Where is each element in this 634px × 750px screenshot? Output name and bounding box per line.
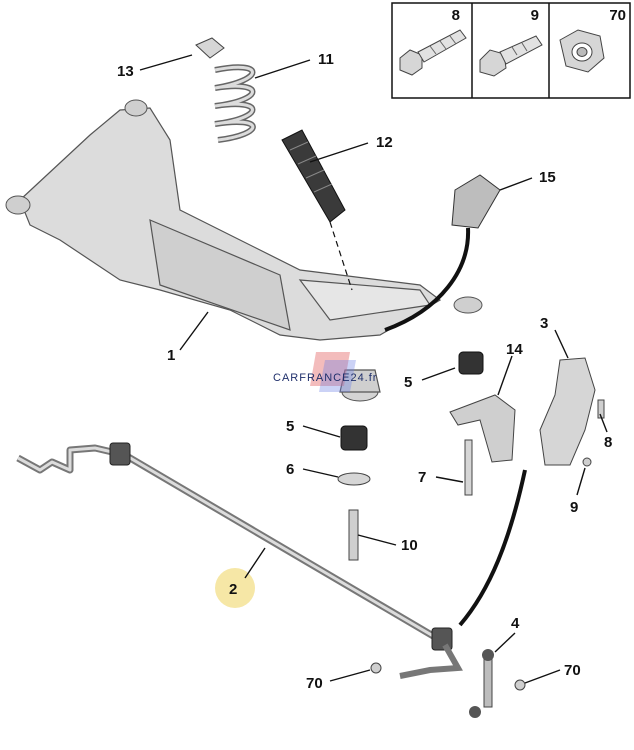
- callout-70-right: 70: [564, 662, 581, 679]
- callout-9: 9: [570, 499, 578, 516]
- bolt-8-icon: [399, 29, 467, 76]
- callout-13: 13: [117, 63, 134, 80]
- front-subframe: [5, 99, 483, 402]
- callout-70-left: 70: [306, 675, 323, 692]
- inset-label-8: 8: [452, 7, 460, 24]
- anti-roll-bar-clamp: [539, 357, 605, 467]
- hardware-inset: 8 9 70: [391, 2, 631, 99]
- drop-link: [370, 649, 526, 718]
- callout-1: 1: [167, 347, 175, 364]
- bump-stop-pad: [451, 174, 501, 229]
- anti-roll-bar: [16, 442, 463, 679]
- anti-roll-bar-bracket: [449, 394, 516, 496]
- bolt-10: [348, 509, 359, 561]
- callout-11: 11: [318, 51, 334, 68]
- callout-15: 15: [539, 169, 556, 186]
- callout-14: 14: [506, 341, 523, 358]
- callout-5-lower: 5: [286, 418, 294, 435]
- bolt-9-icon: [479, 35, 543, 77]
- spring-seat: [195, 37, 225, 59]
- dust-boot: [281, 129, 346, 223]
- callout-3: 3: [540, 315, 548, 332]
- mount-bushing-lower: [340, 425, 368, 451]
- mount-bushing-upper: [458, 351, 484, 375]
- callout-8: 8: [604, 434, 612, 451]
- nut-70-icon: [559, 29, 605, 73]
- inset-label-9: 9: [531, 7, 539, 24]
- callout-5-upper: 5: [404, 374, 412, 391]
- callout-6: 6: [286, 461, 294, 478]
- washer: [337, 472, 371, 486]
- coil-spring: [214, 64, 256, 143]
- watermark-text: CARFRANCE24.fr: [273, 372, 377, 384]
- callout-labels: 13 11 12 15 1 3 14 5 5 6 7 10 2 8 9 4 70…: [117, 51, 612, 692]
- callout-7: 7: [418, 469, 426, 486]
- callout-12: 12: [376, 134, 393, 151]
- callout-2: 2: [229, 581, 237, 598]
- watermark: CARFRANCE24.fr: [273, 352, 377, 392]
- inset-label-70: 70: [609, 7, 626, 24]
- leader-lines: [139, 54, 608, 684]
- callout-10: 10: [401, 537, 418, 554]
- callout-4: 4: [511, 615, 520, 632]
